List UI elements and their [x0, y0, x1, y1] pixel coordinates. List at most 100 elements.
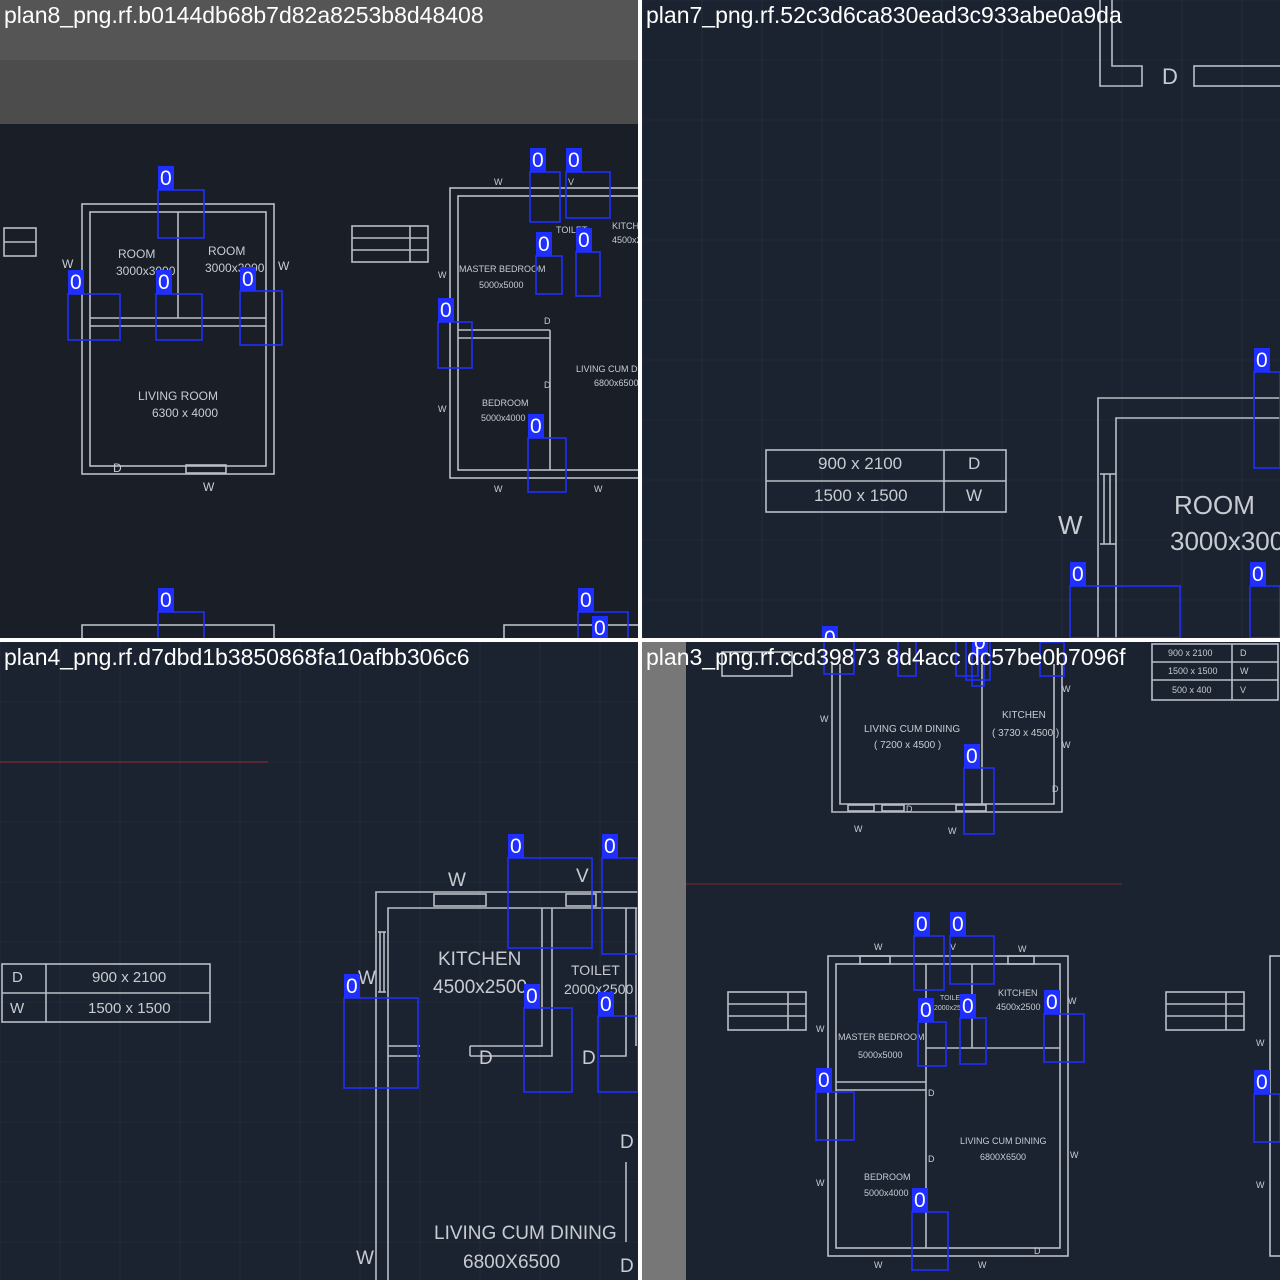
plan8-living: LIVING ROOM: [138, 389, 218, 403]
detection-label: 0: [1072, 563, 1084, 586]
detection-label: 0: [818, 1069, 830, 1092]
tile-title: plan3_png.rf.ccd39873 8d4acc dc57be0b709…: [646, 644, 1126, 670]
detection-label: 0: [346, 975, 358, 998]
detection-box: [155, 293, 203, 341]
plan7-drawing: D 900 x 2100 D 1500 x 1500 W W ROOM 3000…: [642, 0, 1280, 638]
detection-label: 0: [538, 233, 550, 256]
plan4-table-r2c1: W: [10, 1000, 25, 1017]
plan3-toilet: TOILET: [940, 995, 965, 1002]
detection-box: [897, 642, 917, 677]
detection-box: [577, 611, 629, 638]
detection-label: 0: [916, 913, 928, 936]
detection-label: 0: [530, 415, 542, 438]
plan4-drawing: D 900 x 2100 W 1500 x 1500 KITCHEN 4500x…: [0, 642, 638, 1280]
plan3-w10: W: [816, 1178, 825, 1188]
plan8-living-dining: LIVING CUM DINING: [576, 364, 638, 374]
detection-label: 0: [158, 271, 170, 294]
detection-label-bg: [972, 642, 988, 654]
plan3-w4: W: [854, 824, 863, 834]
plan3-w15: W: [1256, 1180, 1265, 1190]
plan3-d4: D: [928, 1154, 935, 1164]
plan4-table-r1c2: 900 x 2100: [92, 969, 166, 986]
detection-label: 0: [160, 589, 172, 612]
detection-box: [601, 857, 638, 955]
plan3-bedroom: BEDROOM: [864, 1172, 911, 1182]
plan7-room: ROOM: [1174, 490, 1255, 520]
plan8-room-a: ROOM: [118, 247, 155, 261]
plan3-d3: D: [928, 1088, 935, 1098]
plan3-kitchen-top-size: ( 3730 x 4500 ): [992, 728, 1059, 739]
plan8-d1: D: [113, 461, 122, 475]
plan3-detections: 000000000000000: [815, 642, 1280, 1271]
detection-label-bg: [822, 626, 838, 638]
plan3-w8: W: [1068, 996, 1077, 1006]
plan3-w7: W: [1018, 944, 1027, 954]
plan4-toilet: TOILET: [571, 962, 620, 978]
detection-label-bg: [964, 744, 980, 768]
detection-label-bg: [918, 998, 934, 1022]
detection-label: 0: [594, 617, 606, 638]
detection-box: [597, 1015, 638, 1093]
plan3-table-r1c1: 900 x 2100: [1168, 648, 1213, 658]
detection-label: 0: [580, 589, 592, 612]
plan8-w4: W: [494, 177, 503, 187]
detection-label: 0: [1046, 991, 1058, 1014]
plan3-table-r2c2: W: [1240, 666, 1249, 676]
detection-label: 0: [920, 999, 932, 1022]
tile-plan7: D 900 x 2100 D 1500 x 1500 W W ROOM 3000…: [642, 0, 1280, 638]
detection-label-bg: [68, 270, 84, 294]
plan8-w5: W: [438, 270, 447, 280]
detection-box: [239, 290, 283, 346]
plan8-v1: V: [568, 177, 574, 187]
plan4-toilet-size: 2000x2500: [564, 981, 634, 997]
detection-box: [949, 935, 995, 985]
detection-label: 0: [600, 993, 612, 1016]
detection-box: [1069, 585, 1181, 638]
detection-label: 0: [1256, 1071, 1268, 1094]
plan7-table-r1c2: D: [968, 454, 980, 473]
detection-label: 0: [1256, 349, 1268, 372]
detection-label-bg: [950, 912, 966, 936]
plan3-living: LIVING CUM DINING: [960, 1136, 1047, 1146]
detection-label-bg: [524, 984, 540, 1008]
detection-box: [965, 642, 991, 681]
plan8-master-size: 5000x5000: [479, 280, 524, 290]
detection-label: 0: [526, 985, 538, 1008]
detection-label-bg: [566, 148, 582, 172]
plan8-drawing: ROOM 3000x3000 ROOM 3000x3000 LIVING ROO…: [0, 0, 638, 638]
detection-box: [157, 611, 205, 638]
plan4-v1: V: [576, 866, 589, 887]
detection-box: [959, 1017, 987, 1065]
plan3-w13: W: [978, 1260, 987, 1270]
plan4-living-size: 6800X6500: [463, 1252, 560, 1273]
detection-label: 0: [568, 149, 580, 172]
plan4-d3: D: [620, 1132, 634, 1153]
plan8-w6: W: [438, 404, 447, 414]
plan4-d2: D: [582, 1048, 596, 1069]
plan8-room-b: ROOM: [208, 244, 245, 258]
detection-label-bg: [536, 232, 552, 256]
detection-label: 0: [962, 995, 974, 1018]
detection-label: 0: [440, 299, 452, 322]
plan8-bedroom-size: 5000x4000: [481, 413, 526, 423]
tile-title: plan4_png.rf.d7dbd1b3850868fa10afbb306c6: [4, 644, 470, 670]
detection-box: [565, 171, 611, 219]
detection-label: 0: [242, 268, 254, 291]
plan4-living: LIVING CUM DINING: [434, 1223, 617, 1244]
detection-label-bg: [1254, 1070, 1270, 1094]
plan8-w3: W: [203, 480, 215, 494]
plan7-table-r1c1: 900 x 2100: [818, 454, 902, 473]
tile-plan4: D 900 x 2100 W 1500 x 1500 KITCHEN 4500x…: [0, 642, 638, 1280]
detection-box: [911, 1211, 949, 1271]
detection-label-bg: [576, 228, 592, 252]
plan3-w3: W: [1062, 740, 1071, 750]
plan4-kitchen-size: 4500x2500: [433, 977, 527, 998]
plan3-living-top-size: ( 7200 x 4500 ): [874, 740, 941, 751]
plan3-d5: D: [1034, 1246, 1041, 1256]
plan3-w11: W: [1070, 1150, 1079, 1160]
detection-label-bg: [598, 992, 614, 1016]
detection-box: [523, 1007, 573, 1093]
detection-label-bg: [528, 414, 544, 438]
detection-box: [1249, 585, 1280, 638]
detection-box: [343, 997, 419, 1089]
